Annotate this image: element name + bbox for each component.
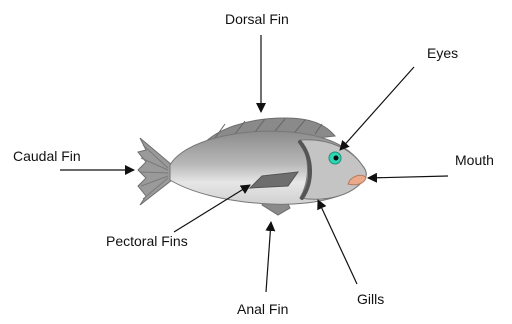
anal-fin-arrow [266,222,271,292]
eyes-arrow [340,67,414,150]
gills-arrow [318,200,357,284]
pectoral-fins-label: Pectoral Fins [106,233,188,249]
anal-fin-label: Anal Fin [237,301,288,317]
mouth-arrow [368,176,448,178]
caudal-fin-shape [138,138,172,205]
eyes-label: Eyes [427,45,458,61]
caudal-fin-label: Caudal Fin [13,148,81,164]
dorsal-fin-label: Dorsal Fin [225,11,289,27]
gills-label: Gills [357,291,384,307]
fish-illustration [138,118,366,215]
mouth-label: Mouth [455,152,494,168]
